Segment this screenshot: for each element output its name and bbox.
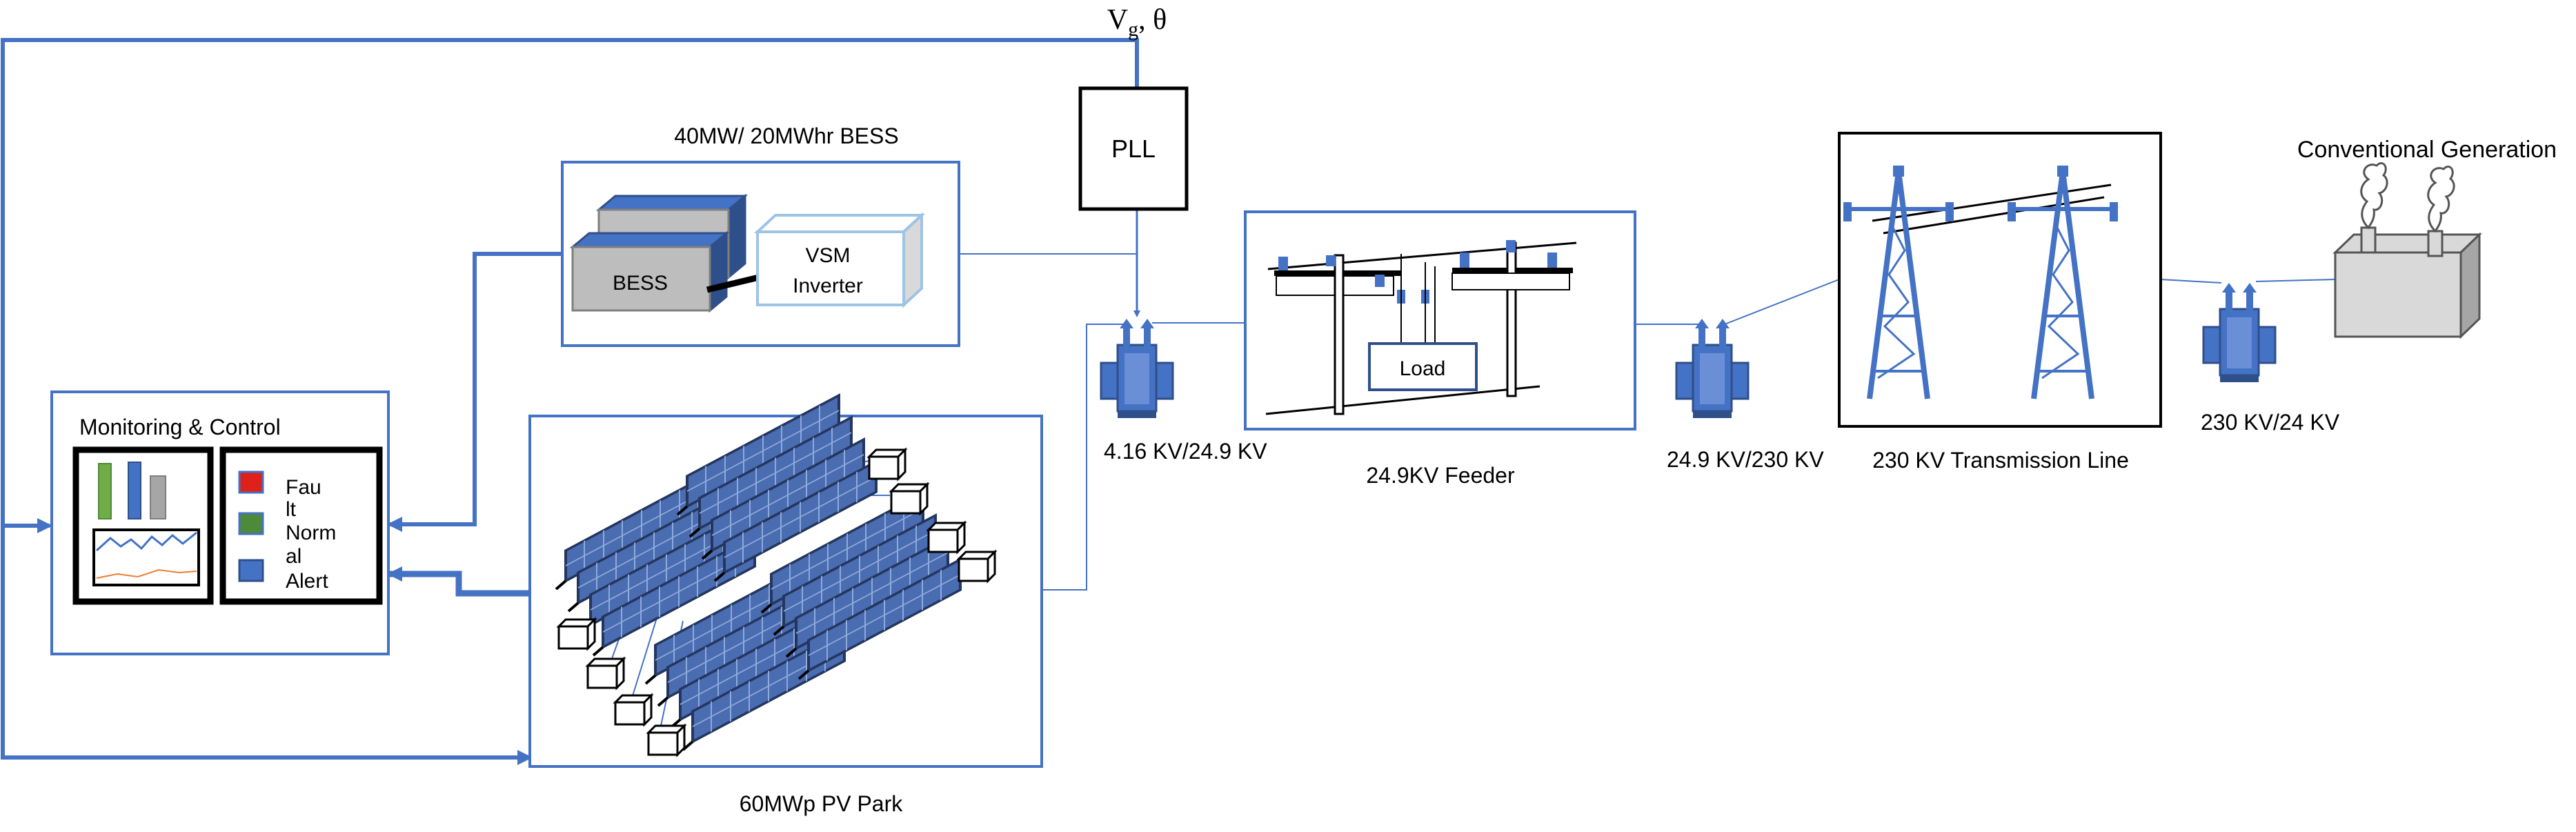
normal-swatch (238, 512, 264, 535)
bess-to-monitoring-line (387, 252, 562, 532)
distribution-pole-icon (1265, 240, 1577, 415)
transmission-title: 230 KV Transmission Line (1872, 448, 2129, 473)
inverter-label-line1: VSM (805, 244, 850, 267)
bess-block: 40MW/ 20MWhr BESS BESS VSM Inverter (561, 123, 960, 347)
bess-title: 40MW/ 20MWhr BESS (674, 123, 898, 148)
monitoring-block: Monitoring & Control Fau lt Norm al Aler… (50, 390, 390, 655)
bar-chart-icon (98, 462, 166, 519)
feeder-title: 24.9KV Feeder (1366, 463, 1515, 488)
pll-block: Vg, θ PLL (1078, 4, 1189, 211)
transformer-3-icon (2202, 281, 2277, 384)
pv-park-title: 60MWp PV Park (740, 791, 904, 816)
legend-fault-line2: lt (286, 498, 297, 521)
pv-to-monitoring-line (387, 566, 531, 597)
fault-swatch (238, 471, 264, 494)
conventional-title: Conventional Generation (2297, 137, 2557, 163)
connections (1, 38, 2336, 765)
legend-alert-line1: Alert (286, 570, 328, 593)
trend-chart-icon (92, 528, 200, 586)
vg-feedback-line (1, 38, 1139, 765)
transformer-1-icon (1100, 317, 1174, 419)
transformer-2-label: 24.9 KV/230 KV (1667, 447, 1824, 472)
transformer-1-label: 4.16 KV/24.9 KV (1104, 439, 1267, 464)
battery-icon (569, 193, 749, 313)
pll-signal-label: Vg, θ (1107, 4, 1167, 41)
monitoring-title: Monitoring & Control (79, 415, 281, 439)
pll-label: PLL (1111, 135, 1156, 163)
transmission-block (1838, 132, 2162, 428)
load-label: Load (1400, 357, 1446, 380)
pv-park-block: 60MWp PV Park (528, 394, 1043, 816)
conventional-generation-icon (2332, 162, 2482, 339)
legend-normal-line2: al (286, 545, 301, 568)
transformer-2-icon (1675, 317, 1750, 419)
legend-normal-line1: Norm (286, 522, 336, 544)
transformer-3-label: 230 KV/24 KV (2201, 410, 2340, 435)
inverter-label-line2: Inverter (793, 275, 863, 297)
feeder-block: Load (1244, 210, 1636, 430)
vsm-inverter-icon (753, 212, 926, 308)
legend-fault-line1: Fau (286, 476, 321, 499)
battery-label: BESS (613, 272, 668, 295)
alert-swatch (238, 559, 264, 582)
